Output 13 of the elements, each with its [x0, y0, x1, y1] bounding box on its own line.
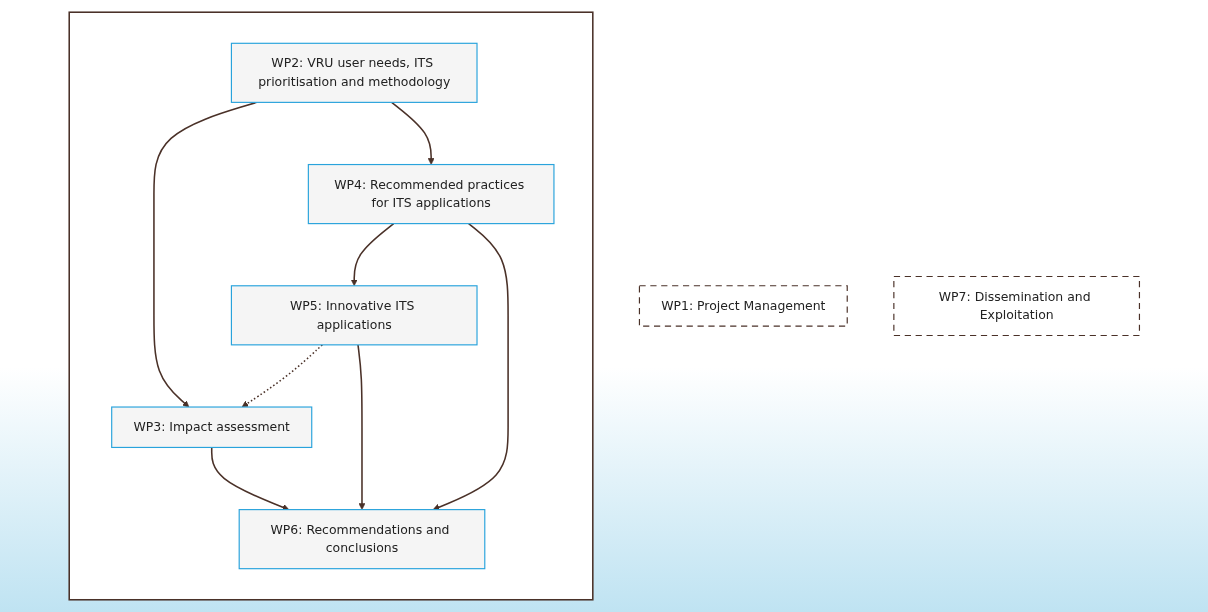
- node-box: WP4: Recommended practices for ITS applications: [307, 163, 555, 225]
- arrow: [356, 344, 366, 510]
- arrow: [350, 222, 395, 287]
- node-box: WP5: Innovative ITS applications: [230, 285, 478, 346]
- arrow: [210, 446, 289, 511]
- node-box: WP6: Recommendations and conclusions: [238, 509, 486, 570]
- arrow: [432, 222, 509, 511]
- arrow: [390, 101, 435, 165]
- node-box: WP7: Dissemination and Exploitation: [892, 275, 1140, 337]
- node-box: WP2: VRU user needs, ITS prioritisation and methodology: [230, 42, 478, 103]
- node-box: WP3: Impact assessment: [110, 406, 312, 449]
- node-box: WP1: Project Management: [638, 285, 848, 327]
- cluster: [68, 11, 594, 601]
